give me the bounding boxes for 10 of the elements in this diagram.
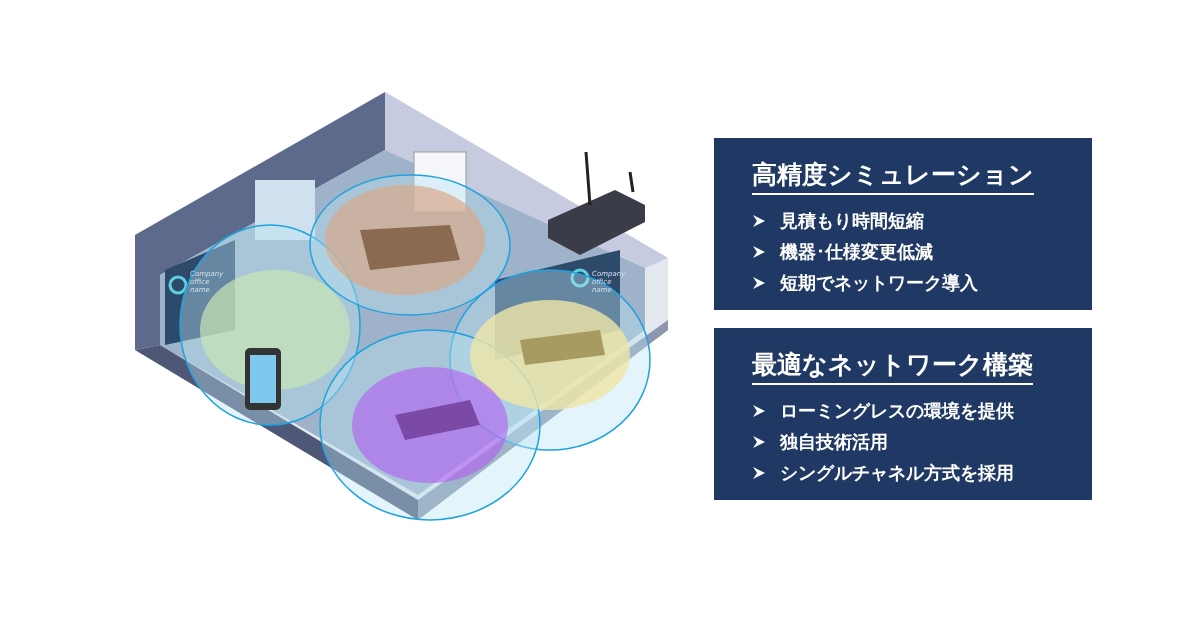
panel-heading: 最適なネットワーク構築 bbox=[752, 348, 1033, 385]
bullet-text: 機器･仕様変更低減 bbox=[780, 239, 933, 264]
bullet-text: 独自技術活用 bbox=[780, 429, 888, 454]
feature-panel bbox=[714, 138, 1092, 310]
bullet-text: 短期でネットワーク導入 bbox=[780, 270, 978, 295]
bullet-text: 見積もり時間短縮 bbox=[780, 208, 924, 233]
bullet-text: ローミングレスの環境を提供 bbox=[780, 398, 1014, 423]
feature-panel bbox=[714, 328, 1092, 500]
bullet-text: シングルチャネル方式を採用 bbox=[780, 460, 1014, 485]
panel-heading: 高精度シミュレーション bbox=[752, 158, 1034, 195]
